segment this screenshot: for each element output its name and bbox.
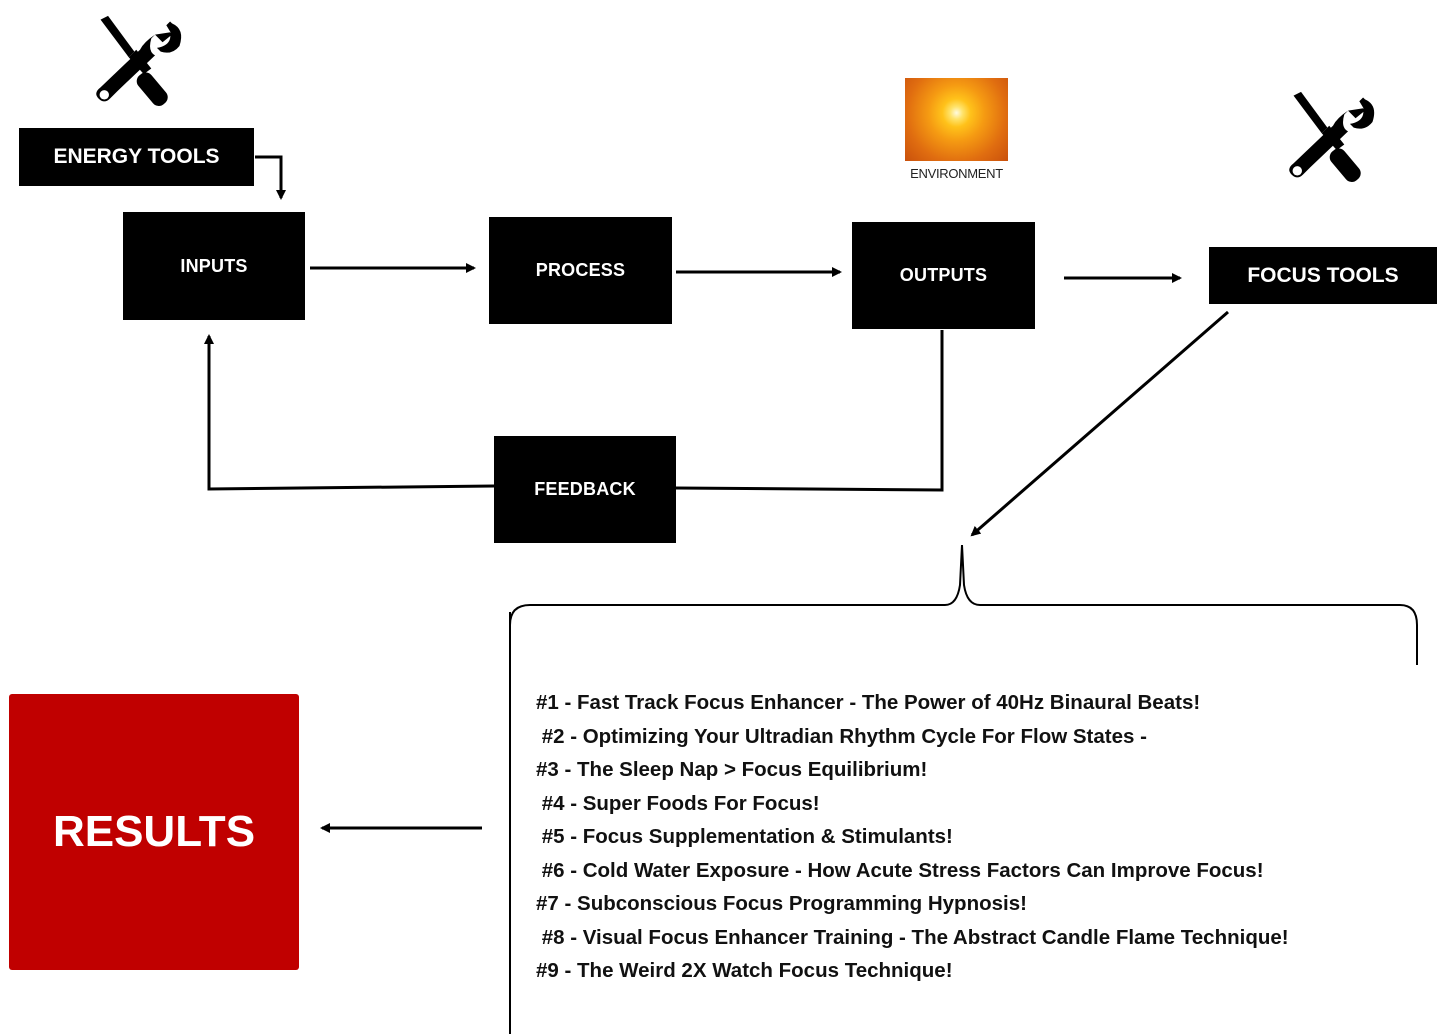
outputs-box: OUTPUTS <box>852 222 1035 329</box>
focus-tools-list: #1 - Fast Track Focus Enhancer - The Pow… <box>536 686 1289 988</box>
list-item: #7 - Subconscious Focus Programming Hypn… <box>536 892 1027 915</box>
arrow-focus-to-list <box>970 310 1229 537</box>
list-item: #6 - Cold Water Exposure - How Acute Str… <box>536 858 1264 882</box>
list-item: #9 - The Weird 2X Watch Focus Technique! <box>536 959 953 982</box>
arrow-feedback-to-inputs <box>204 334 495 491</box>
list-item: #8 - Visual Focus Enhancer Training - Th… <box>536 925 1289 949</box>
focus-tools-label: FOCUS TOOLS <box>1247 263 1399 287</box>
environment-label: ENVIRONMENT <box>910 166 1003 181</box>
list-item: #5 - Focus Supplementation & Stimulants! <box>536 825 953 848</box>
process-label: PROCESS <box>535 260 626 280</box>
energy-tools-label: ENERGY TOOLS <box>53 145 220 168</box>
process-box: PROCESS <box>489 217 672 324</box>
outputs-label: OUTPUTS <box>899 265 988 285</box>
tools-icon <box>1289 91 1375 182</box>
environment-sun-icon <box>905 78 1008 161</box>
arrow-energy-to-inputs <box>255 155 286 200</box>
list-item: #4 - Super Foods For Focus! <box>536 791 820 815</box>
list-item: #1 - Fast Track Focus Enhancer - The Pow… <box>536 691 1201 714</box>
list-item: #3 - The Sleep Nap > Focus Equilibrium! <box>536 758 928 781</box>
inputs-label: INPUTS <box>180 255 248 276</box>
list-item: #2 - Optimizing Your Ultradian Rhythm Cy… <box>536 724 1147 748</box>
line-outputs-to-feedback <box>675 330 944 492</box>
focus-tools-box: FOCUS TOOLS <box>1209 247 1437 304</box>
feedback-label: FEEDBACK <box>534 479 636 499</box>
results-box: RESULTS <box>9 694 299 970</box>
results-label: RESULTS <box>52 807 256 856</box>
inputs-box: INPUTS <box>123 212 305 320</box>
curly-brace <box>509 544 1418 665</box>
energy-tools-box: ENERGY TOOLS <box>19 128 254 186</box>
tools-icon <box>96 15 182 106</box>
feedback-box: FEEDBACK <box>494 436 676 543</box>
